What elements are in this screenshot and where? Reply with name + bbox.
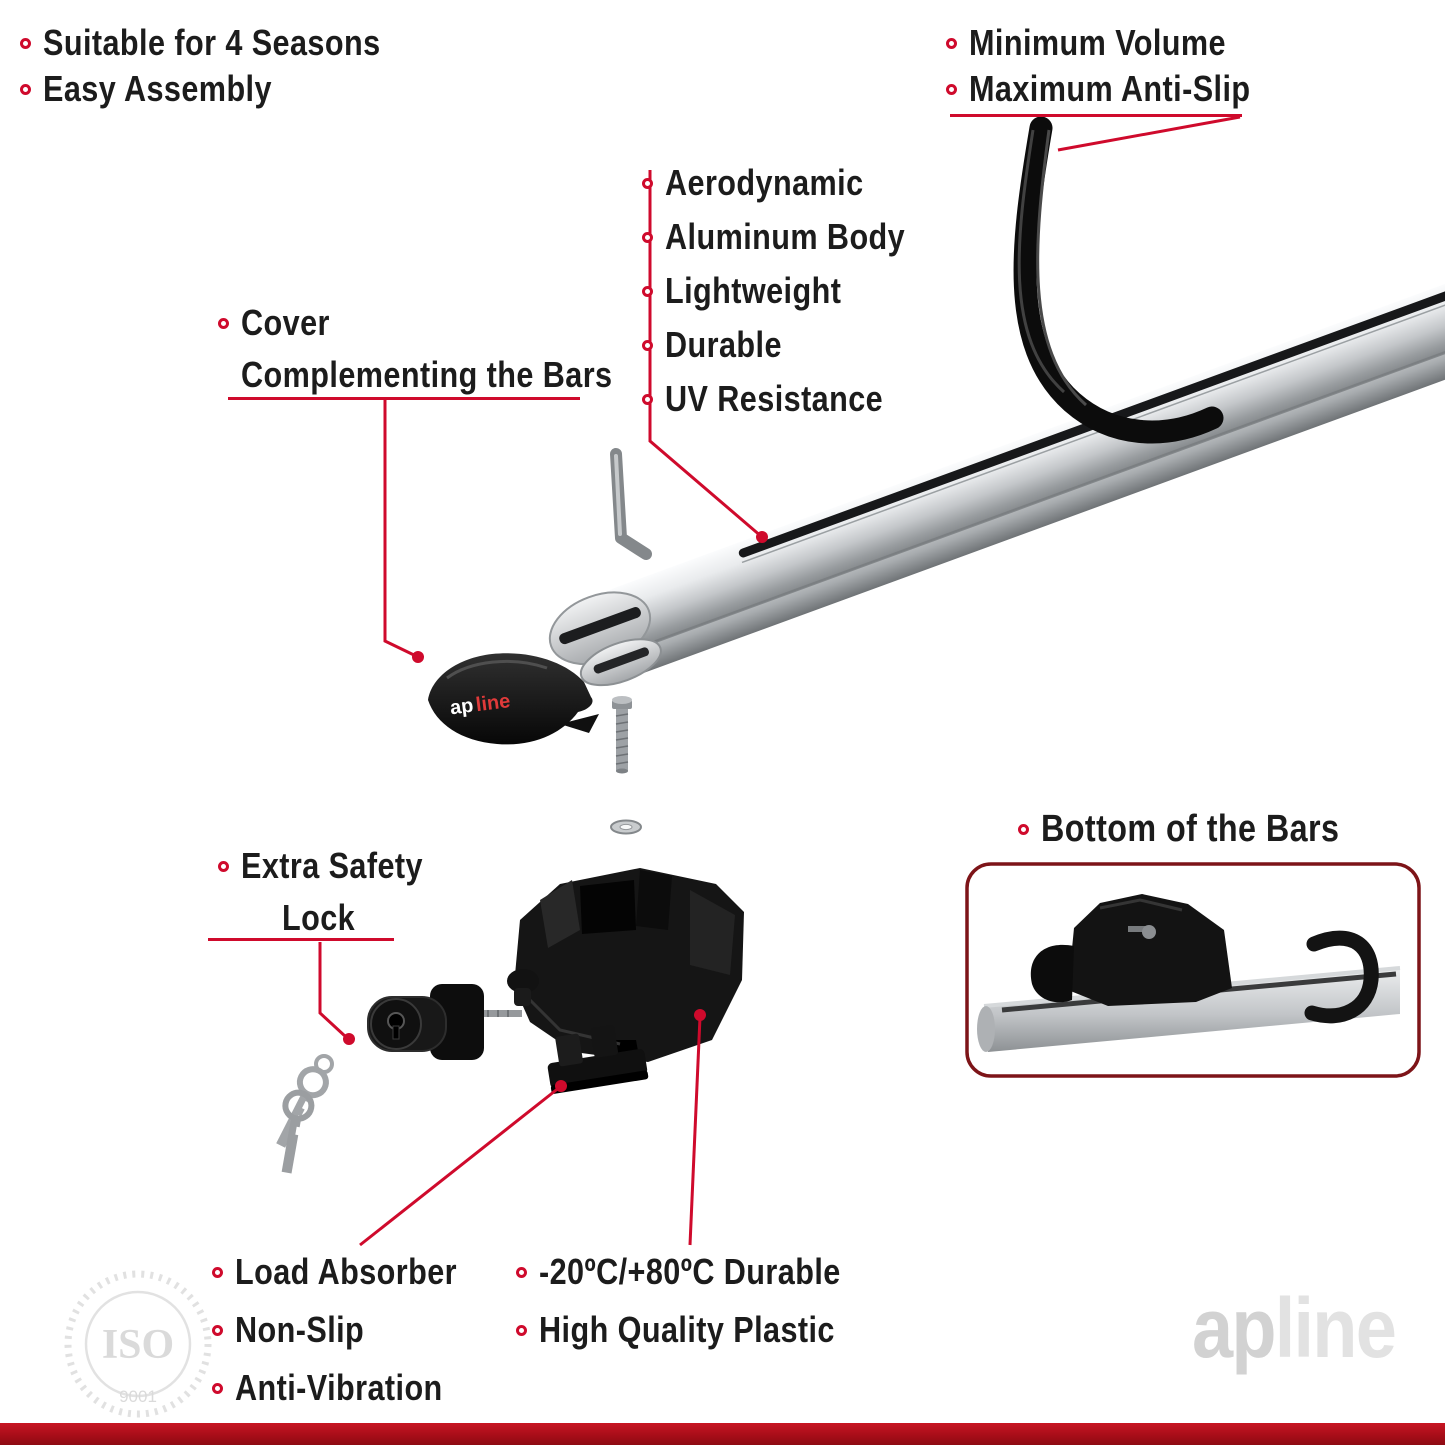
iso-badge: ISO 9001 [64,1270,212,1418]
end-cover-graphic: ap line [428,653,599,745]
mount-foot-graphic [514,868,744,1062]
cover-logo-part2: line [475,690,512,716]
washer-graphic [610,819,642,835]
iso-badge-subtitle: 9001 [119,1387,157,1406]
cover-logo-part1: ap [449,695,475,720]
iso-badge-title: ISO [102,1322,174,1368]
bolt-graphic [612,696,632,774]
rubber-strip-graphic [1013,116,1224,444]
crossbar-graphic [548,156,1445,687]
callout-dots [343,531,768,1092]
allen-key-icon [610,448,652,560]
lock-graphic [367,969,539,1060]
inset-bottom-of-bars [965,862,1421,1078]
load-absorber-graphic [547,1025,649,1094]
keys-icon [276,1054,334,1174]
cover-logo: ap line [449,690,512,719]
callout-lines [318,115,1241,1247]
